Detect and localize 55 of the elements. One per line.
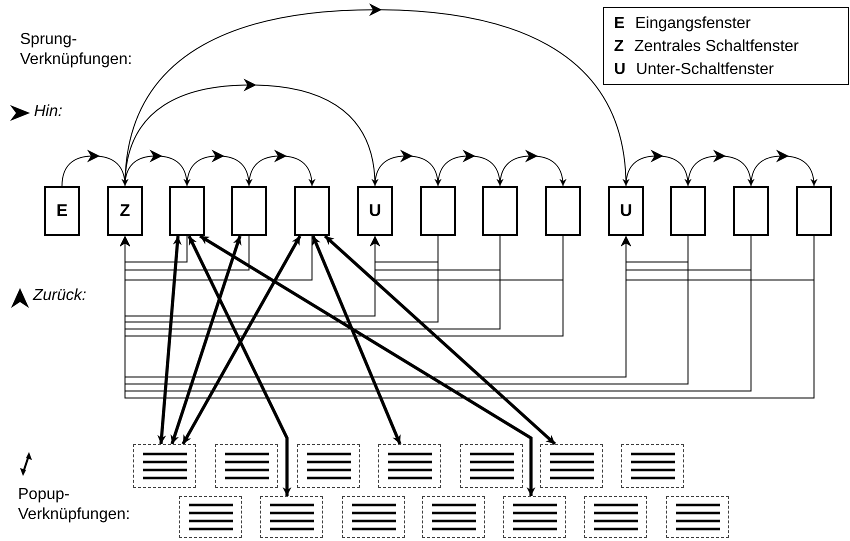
window-box	[169, 186, 205, 236]
popup-box	[460, 444, 523, 488]
popup-box	[260, 496, 323, 538]
section-label: Hin:	[34, 102, 62, 122]
popup-box	[297, 444, 360, 488]
window-box	[796, 186, 832, 236]
curved-arrow	[626, 150, 692, 186]
window-box	[545, 186, 581, 236]
window-box	[482, 186, 518, 236]
legend-entry: U Unter-Schaltfenster	[614, 60, 775, 80]
curved-arrow	[750, 150, 818, 186]
popup-box	[342, 496, 405, 538]
popup-box	[215, 444, 278, 488]
double-arrow	[324, 234, 556, 446]
legend-entry: E Eingangsfenster	[614, 14, 752, 34]
popup-box	[133, 444, 196, 488]
curved-arrow	[186, 150, 252, 186]
curved-arrow	[248, 150, 316, 186]
popup-box	[378, 444, 441, 488]
curved-arrow	[124, 150, 190, 186]
return-arrow	[370, 236, 564, 280]
double-arrow	[188, 235, 292, 496]
section-label: Sprung- Verknüpfungen:	[20, 30, 134, 70]
double-arrow	[170, 236, 242, 444]
double-arrow	[312, 235, 402, 445]
popup-box	[584, 496, 647, 538]
section-label: Popup- Verknüpfungen:	[18, 485, 132, 525]
popup-box	[666, 496, 729, 538]
curved-arrow	[62, 150, 128, 186]
window-box: U	[357, 186, 393, 236]
popup-box	[422, 496, 485, 538]
window-box	[294, 186, 330, 236]
window-box	[670, 186, 706, 236]
curved-arrow	[688, 150, 754, 186]
curved-arrow	[124, 4, 630, 186]
window-box: U	[608, 186, 644, 236]
curved-arrow	[438, 150, 504, 186]
section-label: Zurück:	[33, 286, 86, 306]
popup-box	[179, 496, 242, 538]
curved-arrow	[374, 150, 442, 186]
window-box	[733, 186, 769, 236]
window-box: E	[44, 186, 80, 236]
double-arrow	[157, 236, 182, 444]
curved-arrow	[124, 78, 378, 186]
double-arrow	[182, 235, 302, 445]
popup-box	[503, 496, 566, 538]
double-arrow	[199, 234, 536, 496]
popup-box	[540, 444, 603, 488]
curved-arrow	[500, 150, 566, 186]
popup-box	[621, 444, 684, 488]
window-box	[420, 186, 456, 236]
return-arrow	[620, 236, 814, 280]
legend-entry: Z Zentrales Schaltfenster	[614, 37, 800, 57]
window-box	[231, 186, 267, 236]
window-box: Z	[107, 186, 143, 236]
